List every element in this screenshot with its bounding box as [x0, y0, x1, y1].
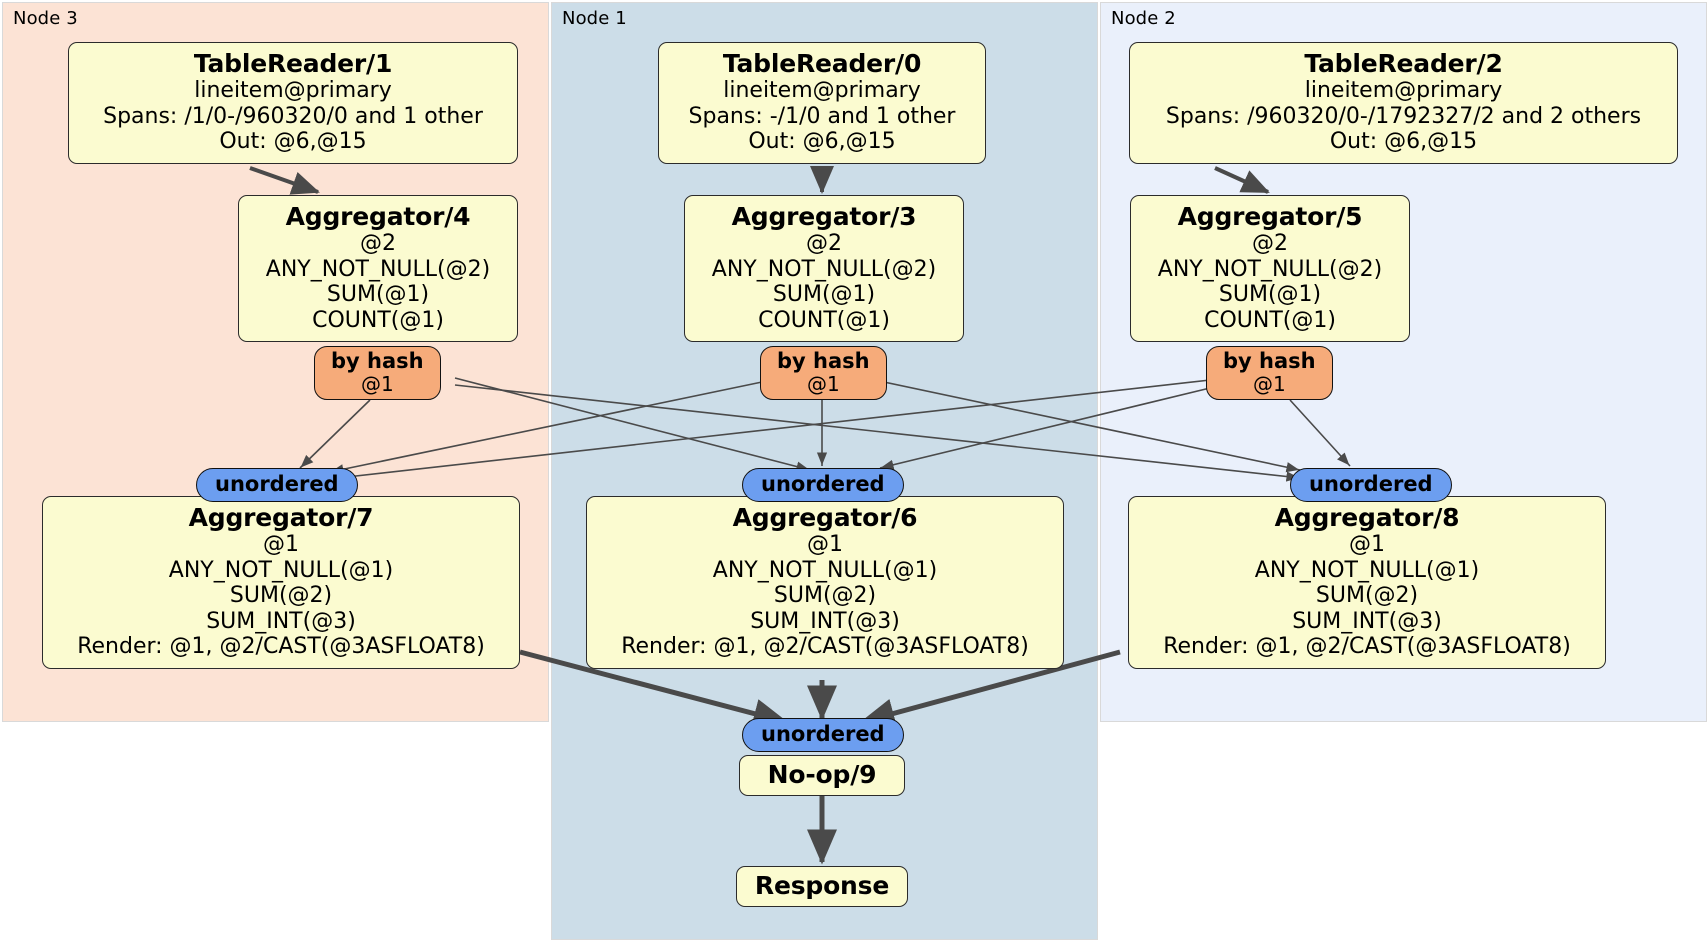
- processor-line: @2: [360, 231, 396, 256]
- processor-title: TableReader/1: [193, 49, 393, 78]
- processor-line: lineitem@primary: [723, 78, 921, 103]
- processor-title: Aggregator/4: [285, 202, 471, 231]
- router-badge-by-hash-mid[interactable]: by hash @1: [760, 346, 887, 401]
- router-badge-by-hash-right[interactable]: by hash @1: [1206, 346, 1333, 401]
- processor-title: TableReader/0: [722, 49, 922, 78]
- processor-box-tablereader-0[interactable]: TableReader/0 lineitem@primary Spans: -/…: [658, 42, 986, 164]
- processor-line: Out: @6,@15: [219, 129, 367, 155]
- processor-box-aggregator-8[interactable]: Aggregator/8 @1 ANY_NOT_NULL(@1) SUM(@2)…: [1128, 496, 1606, 669]
- router-subtitle: @1: [360, 372, 394, 397]
- processor-line: Render: @1, @2/CAST(@3ASFLOAT8): [77, 634, 485, 660]
- synchronizer-title: unordered: [761, 722, 885, 746]
- synchronizer-badge-unordered-mid[interactable]: unordered: [742, 468, 904, 503]
- processor-line: @1: [263, 532, 299, 557]
- processor-line: @1: [1349, 532, 1385, 557]
- processor-line: Out: @6,@15: [1329, 129, 1478, 155]
- processor-box-tablereader-1[interactable]: TableReader/1 lineitem@primary Spans: /1…: [68, 42, 518, 164]
- processor-line: SUM_INT(@3): [1292, 608, 1442, 634]
- processor-line: SUM_INT(@3): [206, 608, 356, 634]
- processor-line: SUM_INT(@3): [750, 608, 900, 634]
- processor-line: @2: [806, 231, 842, 256]
- processor-title: Aggregator/7: [188, 503, 374, 532]
- processor-line: COUNT(@1): [758, 307, 890, 333]
- processor-box-response[interactable]: Response: [736, 866, 908, 907]
- processor-line: COUNT(@1): [312, 307, 444, 333]
- router-subtitle: @1: [806, 372, 840, 397]
- processor-title: Response: [754, 871, 890, 900]
- node-panel-label-node1: Node 1: [562, 8, 627, 29]
- router-title: by hash: [331, 349, 424, 373]
- processor-line: SUM(@2): [773, 583, 877, 609]
- synchronizer-title: unordered: [1309, 472, 1433, 496]
- router-badge-by-hash-left[interactable]: by hash @1: [314, 346, 441, 401]
- processor-line: SUM(@2): [229, 583, 333, 609]
- processor-line: Spans: /1/0-/960320/0 and 1 other: [103, 103, 483, 129]
- processor-line: ANY_NOT_NULL(@2): [711, 256, 937, 282]
- processor-line: SUM(@1): [1218, 282, 1322, 308]
- processor-box-aggregator-5[interactable]: Aggregator/5 @2 ANY_NOT_NULL(@2) SUM(@1)…: [1130, 195, 1410, 343]
- router-title: by hash: [777, 349, 870, 373]
- router-subtitle: @1: [1252, 372, 1286, 397]
- processor-box-aggregator-4[interactable]: Aggregator/4 @2 ANY_NOT_NULL(@2) SUM(@1)…: [238, 195, 518, 343]
- synchronizer-title: unordered: [761, 472, 885, 496]
- processor-title: No-op/9: [767, 760, 877, 789]
- processor-title: Aggregator/5: [1177, 202, 1363, 231]
- synchronizer-badge-unordered-right[interactable]: unordered: [1290, 468, 1452, 503]
- node-panel-label-node2: Node 2: [1111, 8, 1176, 29]
- synchronizer-badge-unordered-final[interactable]: unordered: [742, 718, 904, 753]
- processor-line: SUM(@1): [772, 282, 876, 308]
- synchronizer-badge-unordered-left[interactable]: unordered: [196, 468, 358, 503]
- processor-box-aggregator-6[interactable]: Aggregator/6 @1 ANY_NOT_NULL(@1) SUM(@2)…: [586, 496, 1064, 669]
- processor-box-noop-9[interactable]: No-op/9: [739, 755, 905, 796]
- processor-line: SUM(@2): [1315, 583, 1419, 609]
- processor-line: ANY_NOT_NULL(@2): [1157, 256, 1383, 282]
- processor-line: COUNT(@1): [1204, 307, 1336, 333]
- processor-line: SUM(@1): [326, 282, 430, 308]
- processor-line: ANY_NOT_NULL(@2): [265, 256, 491, 282]
- processor-line: @2: [1252, 231, 1288, 256]
- processor-line: Render: @1, @2/CAST(@3ASFLOAT8): [1163, 634, 1571, 660]
- processor-title: Aggregator/8: [1274, 503, 1460, 532]
- processor-line: lineitem@primary: [194, 78, 392, 103]
- node-panel-label-node3: Node 3: [13, 8, 78, 29]
- processor-title: TableReader/2: [1304, 49, 1503, 78]
- processor-box-tablereader-2[interactable]: TableReader/2 lineitem@primary Spans: /9…: [1129, 42, 1678, 164]
- processor-line: Spans: /960320/0-/1792327/2 and 2 others: [1165, 103, 1642, 129]
- processor-line: @1: [807, 532, 843, 557]
- synchronizer-title: unordered: [215, 472, 339, 496]
- processor-line: ANY_NOT_NULL(@1): [168, 557, 394, 583]
- processor-line: ANY_NOT_NULL(@1): [712, 557, 938, 583]
- processor-title: Aggregator/6: [732, 503, 918, 532]
- processor-line: ANY_NOT_NULL(@1): [1254, 557, 1480, 583]
- processor-line: Out: @6,@15: [748, 129, 896, 155]
- processor-box-aggregator-7[interactable]: Aggregator/7 @1 ANY_NOT_NULL(@1) SUM(@2)…: [42, 496, 520, 669]
- router-title: by hash: [1223, 349, 1316, 373]
- processor-box-aggregator-3[interactable]: Aggregator/3 @2 ANY_NOT_NULL(@2) SUM(@1)…: [684, 195, 964, 343]
- processor-line: lineitem@primary: [1304, 78, 1503, 103]
- processor-line: Spans: -/1/0 and 1 other: [688, 103, 956, 129]
- processor-title: Aggregator/3: [731, 202, 917, 231]
- processor-line: Render: @1, @2/CAST(@3ASFLOAT8): [621, 634, 1029, 660]
